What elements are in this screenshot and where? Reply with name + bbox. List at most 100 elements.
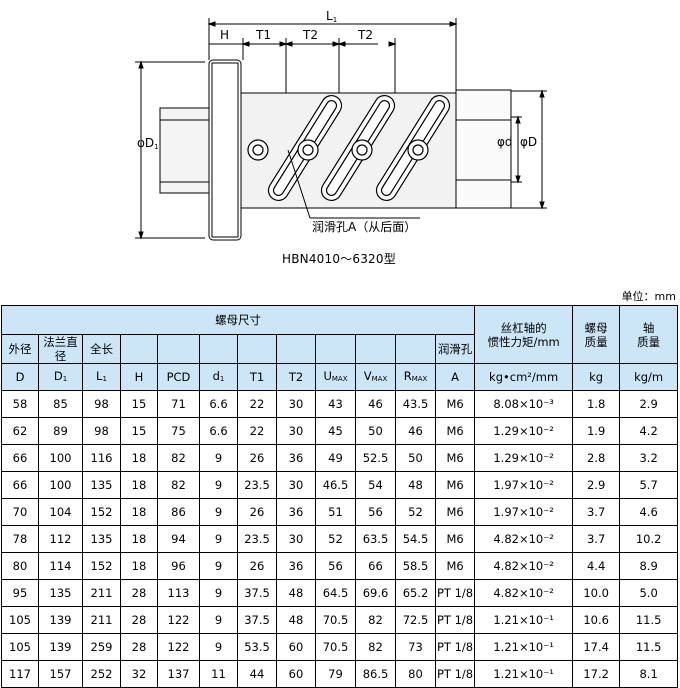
- table-cell: 105: [1, 633, 39, 661]
- table-cell: 259: [82, 633, 121, 661]
- table-cell: 43.5: [395, 390, 436, 418]
- col-header-cn: [120, 334, 158, 364]
- table-cell: 60: [276, 660, 316, 688]
- dim-D1: φD1: [137, 136, 159, 151]
- table-cell: 80: [1, 552, 39, 580]
- table-cell: 4.4: [572, 552, 621, 580]
- table-cell: M6: [434, 525, 476, 553]
- table-cell: 48: [395, 471, 436, 499]
- table-cell: 37.5: [237, 579, 277, 607]
- table-cell: 82: [157, 471, 200, 499]
- table-cell: 58.5: [395, 552, 436, 580]
- table-cell: 2.9: [619, 390, 679, 418]
- table-cell: 5.0: [619, 579, 679, 607]
- symbol-main: D: [15, 370, 25, 384]
- table-cell: 48: [276, 579, 316, 607]
- dim-D: φD: [520, 135, 537, 149]
- table-cell: 98: [82, 417, 121, 445]
- table-cell: 9: [199, 444, 238, 472]
- col-header-symbol: H: [120, 363, 158, 391]
- table-cell: 46: [395, 417, 436, 445]
- table-cell: 51: [315, 498, 356, 526]
- table-cell: 11.5: [619, 606, 679, 634]
- col-header-symbol: L1: [82, 363, 121, 391]
- table-cell: 1.21×10⁻¹: [474, 633, 574, 661]
- symbol-sub: MAX: [371, 374, 388, 383]
- table-cell: 26: [237, 444, 277, 472]
- table-cell: 46.5: [315, 471, 356, 499]
- table-cell: 50: [355, 417, 396, 445]
- symbol-main: V: [363, 368, 372, 383]
- table-cell: 6.6: [199, 390, 238, 418]
- table-cell: M6: [434, 417, 476, 445]
- table-cell: 50: [395, 444, 436, 472]
- table-cell: 36: [276, 498, 316, 526]
- table-cell: 62: [1, 417, 39, 445]
- symbol-main: L: [96, 368, 103, 383]
- table-cell: 18: [120, 498, 158, 526]
- table-cell: 30: [276, 390, 316, 418]
- table-cell: 45: [315, 417, 356, 445]
- ball-screw-nut-drawing: L1 H T1 T2 T2 φD1 φd φD 润滑孔A（从后面）: [135, 9, 547, 241]
- symbol-main: T2: [288, 370, 304, 384]
- table-cell: 3.2: [619, 444, 679, 472]
- table-cell: 89: [38, 417, 83, 445]
- table-cell: 66: [1, 444, 39, 472]
- unit-label: 单位：mm: [621, 290, 676, 303]
- table-cell: 9: [199, 579, 238, 607]
- table-cell: 4.82×10⁻²: [474, 525, 574, 553]
- table-cell: 2.9: [572, 471, 621, 499]
- table-cell: 22: [237, 417, 277, 445]
- col-header-symbol: D1: [38, 363, 83, 391]
- table-cell: 211: [82, 606, 121, 634]
- dim-H: H: [220, 28, 229, 42]
- table-cell: 32: [120, 660, 158, 688]
- table-cell: 52.5: [355, 444, 396, 472]
- dim-d: φd: [497, 135, 513, 149]
- table-cell: 98: [82, 390, 121, 418]
- table-cell: 157: [38, 660, 83, 688]
- symbol-sub: 1: [219, 374, 225, 383]
- table-cell: 4.2: [619, 417, 679, 445]
- table-cell: 60: [276, 633, 316, 661]
- symbol-main: D: [53, 368, 63, 383]
- spec-table: 螺母尺寸 丝杠轴的 惯性力矩/mm 螺母 质量 轴 质量 外径法兰直径全长润滑孔…: [0, 305, 679, 688]
- table-cell: 70.5: [315, 606, 356, 634]
- table-cell: 18: [120, 444, 158, 472]
- symbol-main: d: [212, 368, 220, 383]
- table-cell: M6: [434, 390, 476, 418]
- inertia-unit: kg•cm²/mm: [474, 363, 574, 391]
- table-cell: 95: [1, 579, 39, 607]
- table-cell: 112: [38, 525, 83, 553]
- col-header-symbol: T2: [276, 363, 316, 391]
- table-cell: 122: [157, 633, 200, 661]
- table-cell: 30: [276, 471, 316, 499]
- table-cell: 9: [199, 471, 238, 499]
- col-header-symbol: UMAX: [315, 363, 356, 391]
- table-cell: 72.5: [395, 606, 436, 634]
- table-cell: 1.8: [572, 390, 621, 418]
- table-cell: 48: [276, 606, 316, 634]
- dim-L1: L1: [326, 9, 337, 24]
- table-cell: 30: [276, 525, 316, 553]
- col-header-cn: [355, 334, 396, 364]
- table-cell: 73: [395, 633, 436, 661]
- table-cell: 23.5: [237, 471, 277, 499]
- table-cell: 1.9: [572, 417, 621, 445]
- table-cell: 18: [120, 525, 158, 553]
- table-cell: 4.82×10⁻²: [474, 552, 574, 580]
- table-cell: 71: [157, 390, 200, 418]
- nut-mass-unit: kg: [572, 363, 621, 391]
- symbol-sub: MAX: [411, 374, 428, 383]
- table-cell: 56: [315, 552, 356, 580]
- col-header-symbol: VMAX: [355, 363, 396, 391]
- table-cell: 49: [315, 444, 356, 472]
- table-cell: 26: [237, 552, 277, 580]
- col-header-cn: 法兰直径: [38, 334, 83, 364]
- table-cell: 8.1: [619, 660, 679, 688]
